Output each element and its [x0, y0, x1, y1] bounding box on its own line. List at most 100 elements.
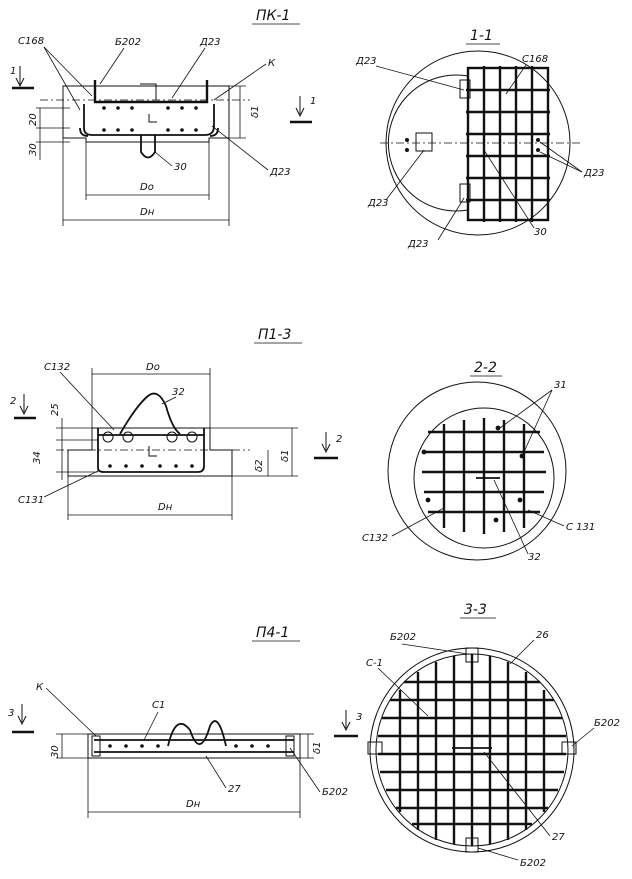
pk1-leader-c168-a [43, 46, 81, 111]
p13-dim-25: 25 [50, 403, 61, 416]
s33-leader-b202-right [571, 727, 595, 747]
s11-dot-2 [405, 148, 409, 152]
s22-dot-5 [493, 517, 499, 523]
p41-cut-left-arrow [17, 704, 27, 726]
p41-label-b202: Б202 [322, 787, 348, 798]
s33-leader-27 [483, 751, 551, 837]
p41-end-left [91, 735, 101, 757]
pk1-label-b202: Б202 [115, 37, 141, 48]
p41-leader-c1 [143, 711, 159, 741]
pk1-label-d23-top: Д23 [199, 37, 221, 48]
s11-title: 1-1 [470, 28, 493, 44]
pk1-label-k: К [268, 58, 276, 69]
p13-ring-2 [122, 431, 134, 443]
pk1-dim-do: Dо [140, 182, 154, 193]
p13-corner-mark [148, 446, 157, 457]
pk1-cut-right-num: 1 [310, 96, 316, 107]
pk1-corner-mark [148, 114, 157, 123]
s11-mesh [466, 66, 550, 222]
s11-leader-d23-tl [375, 65, 465, 91]
p13-ring-4 [186, 431, 198, 443]
view-section-3-3: 3-3 Б202 [366, 602, 620, 869]
p41-cut-right-arrow [341, 710, 351, 732]
s11-dot-3 [536, 138, 540, 142]
p41-cut-left-num: 3 [8, 708, 14, 719]
pk1-leader-d23-top [171, 47, 206, 99]
s11-leader-d23-right-a [539, 141, 583, 173]
s11-label-d23-right: Д23 [583, 168, 605, 179]
s22-leader-31-b [523, 389, 553, 453]
view-p13: П1-3 С132 32 С131 2 2 Dо [10, 327, 342, 520]
s22-leader-c132 [391, 507, 445, 537]
p13-label-32: 32 [172, 387, 185, 398]
pk1-lift-bracket [140, 83, 157, 100]
p41-end-right [285, 735, 295, 757]
pk1-right-hook [209, 127, 219, 137]
p41-dim-30: 30 [50, 745, 61, 758]
s22-label-c132: С132 [362, 533, 388, 544]
view-section-2-2: 2-2 31 С132 32 С 131 [362, 360, 595, 563]
pk1-cut-right-arrow [295, 96, 305, 118]
s22-mesh [422, 418, 546, 534]
pk1-dim-30: 30 [28, 143, 39, 156]
p13-dim-delta1: δ1 [280, 450, 291, 462]
p13-ring-1 [102, 431, 114, 443]
p13-leader-c131 [43, 469, 101, 498]
s11-label-d23-tl: Д23 [355, 56, 377, 67]
p41-lift-loop [167, 720, 227, 747]
p13-cage [97, 428, 205, 473]
pk1-leader-k [213, 63, 267, 101]
s33-leader-26 [509, 639, 535, 665]
s11-anchor-bottom [459, 183, 471, 203]
p13-dim-do: Dо [146, 362, 160, 373]
p13-cut-right-arrow [321, 432, 331, 454]
s22-dot-4 [425, 497, 431, 503]
s22-label-32: 32 [528, 552, 541, 563]
s11-lift-box [415, 132, 433, 152]
s33-leader-c1 [377, 667, 429, 717]
p13-title: П1-3 [258, 327, 291, 343]
pk1-left-hook [79, 127, 89, 137]
p41-cut-right-num: 3 [356, 712, 362, 723]
s33-label-b202-bottom: Б202 [520, 858, 546, 869]
s33-mesh [378, 654, 566, 846]
s22-dot-2 [519, 453, 525, 459]
s22-leader-c131 [527, 509, 565, 527]
s11-leader-d23-right-b [539, 151, 583, 173]
s22-leader-32 [493, 479, 529, 555]
s33-title: 3-3 [464, 602, 487, 618]
s11-label-30: 30 [534, 227, 547, 238]
pk1-leader-d23-right [211, 125, 269, 171]
p41-dim-delta1: δ1 [312, 742, 323, 754]
p13-dim-dn: Dн [158, 502, 173, 513]
p41-label-27: 27 [228, 784, 241, 795]
p13-leader-c132 [59, 371, 115, 431]
s11-leader-d23-bottom [437, 197, 465, 241]
pk1-label-30: 30 [174, 162, 187, 173]
s11-label-c168: С168 [522, 54, 548, 65]
p13-lift-loop [119, 392, 181, 435]
pk1-leader-c168-b [43, 46, 93, 97]
p41-dim-dn: Dн [186, 799, 201, 810]
s22-inner-circle [413, 407, 555, 549]
p13-ring-3 [166, 431, 178, 443]
p13-leader-32 [161, 396, 177, 405]
view-p41: П4-1 К С1 27 Б202 3 3 30 [8, 625, 362, 818]
s33-anchor-left [367, 741, 383, 755]
p13-cut-left-arrow [19, 394, 29, 416]
s33-label-26: 26 [536, 630, 549, 641]
p41-leader-27 [205, 755, 227, 789]
s33-label-b202-top: Б202 [390, 632, 416, 643]
view-pk1: ПК-1 С168 Б202 Д23 К [10, 8, 316, 226]
s33-leader-b202-top [401, 643, 469, 655]
s33-leader-b202-bottom [477, 847, 519, 861]
s11-dot-4 [536, 148, 540, 152]
p13-dim-34: 34 [32, 451, 43, 464]
pk1-cut-left-arrow [15, 66, 25, 88]
p13-bar-dots [108, 464, 194, 468]
pk1-bottom-cage [83, 104, 215, 136]
s11-leader-30 [483, 149, 535, 229]
s22-leader-31-a [499, 389, 553, 429]
s33-label-b202-right: Б202 [594, 718, 620, 729]
